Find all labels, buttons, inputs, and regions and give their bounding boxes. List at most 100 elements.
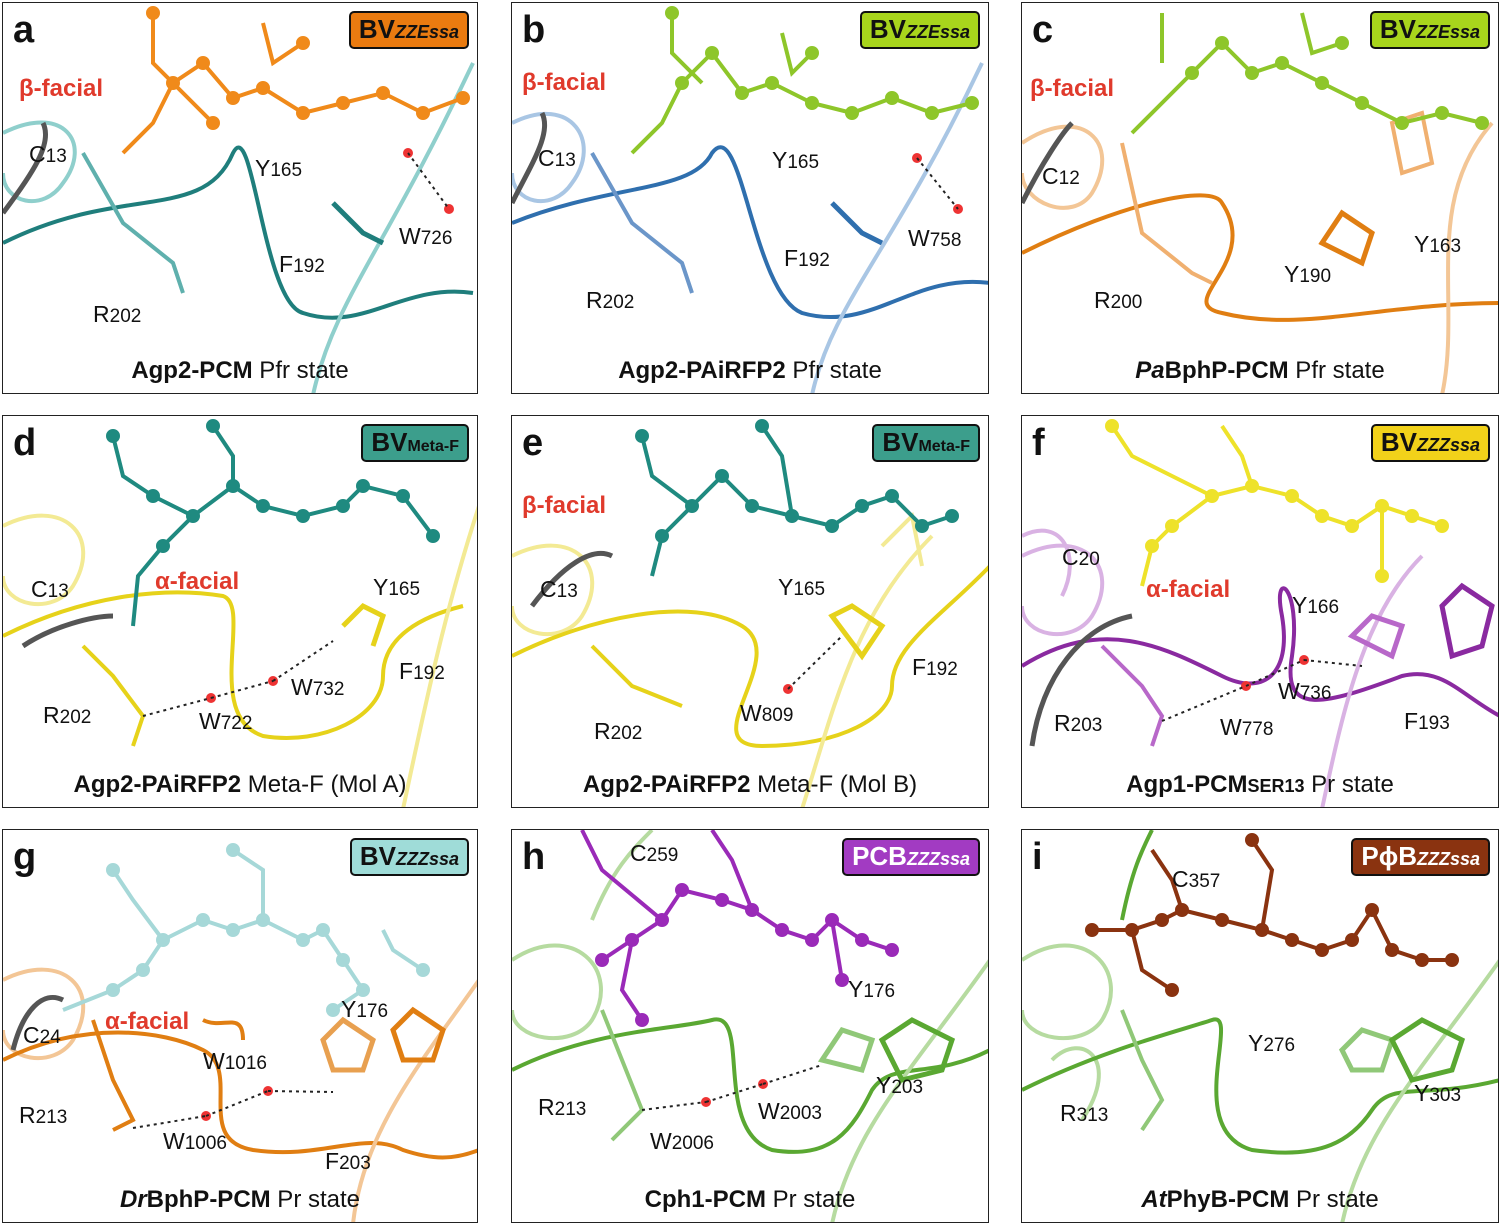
ligand-configuration: ZZZssa (1416, 849, 1480, 869)
ligand-name: BV (869, 14, 906, 44)
panel-b: b BVZZEssa β-facial C13 Y165 F192 R202 W… (511, 2, 989, 394)
panel-letter: d (13, 422, 37, 464)
panel-g: g BVZZZssa α-facial C24 Y176 W1016 R213 … (2, 829, 478, 1223)
residue-label: F192 (279, 251, 325, 277)
panel-letter: f (1032, 422, 1045, 464)
water-label: W722 (199, 708, 253, 734)
ligand-name: BV (358, 14, 395, 44)
panel-f: f BVZZZssa α-facial C20 Y166 W736 R203 W… (1021, 415, 1499, 808)
residue-label: C24 (23, 1022, 61, 1048)
ligand-configuration: ZZZssa (395, 849, 459, 869)
residue-label: C13 (540, 576, 578, 602)
residue-label: Y165 (778, 574, 826, 600)
facial-label: β-facial (522, 69, 607, 96)
water-label: W778 (1220, 714, 1274, 740)
structure-image-b (512, 6, 988, 393)
ligand-badge: BVZZZssa (349, 838, 469, 876)
water-label: W726 (399, 223, 453, 249)
ligand-badge: BVZZEssa (859, 11, 980, 49)
ligand-badge: PϕBZZZssa (1351, 838, 1490, 876)
ligand-configuration: ZZEssa (1415, 22, 1480, 42)
panel-caption: Cph1-PCM Pr state (644, 1186, 856, 1213)
residue-label: R203 (1054, 710, 1103, 736)
residue-label: C13 (538, 145, 576, 171)
residue-label: R313 (1060, 1100, 1109, 1126)
ligand-name: BV (371, 427, 408, 457)
ligand-badge: BVZZEssa (348, 11, 469, 49)
residue-label: R200 (1094, 287, 1143, 313)
residue-label: F192 (784, 245, 830, 271)
residue-label: R202 (586, 287, 635, 313)
panel-letter: a (13, 9, 35, 51)
panel-caption: Agp2-PCM Pfr state (131, 357, 349, 384)
residue-label: R202 (43, 702, 92, 728)
structure-image-a (3, 6, 475, 393)
residue-label: F193 (1404, 708, 1450, 734)
panel-e: e BVMeta-F β-facial C13 Y165 F192 R202 W… (511, 415, 989, 808)
residue-label: C13 (29, 141, 67, 167)
residue-label: C13 (31, 576, 69, 602)
structure-image-h (512, 830, 988, 1222)
panel-d: d BVMeta-F α-facial C13 Y165 F192 R202 W… (2, 415, 478, 808)
structure-image-d (3, 419, 477, 807)
residue-label: F192 (912, 654, 958, 680)
panel-letter: b (522, 9, 546, 51)
residue-label: Y190 (1284, 261, 1332, 287)
residue-label: F192 (399, 658, 445, 684)
ligand-name: BV (882, 427, 919, 457)
water-label: W732 (291, 674, 345, 700)
ligand-badge: BVZZZssa (1370, 424, 1490, 462)
residue-label: R213 (19, 1102, 68, 1128)
residue-label: C259 (630, 840, 679, 866)
residue-label: F203 (325, 1148, 371, 1174)
residue-label: C20 (1062, 544, 1100, 570)
water-label: W736 (1278, 678, 1332, 704)
residue-label: C12 (1042, 163, 1080, 189)
ligand-badge: PCBZZZssa (842, 838, 980, 876)
panel-letter: g (13, 836, 37, 878)
ligand-configuration: ZZEssa (905, 22, 970, 42)
ligand-name: BV (1380, 427, 1417, 457)
panel-letter: e (522, 422, 544, 464)
panel-caption: Agp2-PAiRFP2 Pfr state (618, 357, 882, 384)
facial-label: β-facial (19, 75, 104, 102)
residue-label: Y165 (373, 574, 421, 600)
ligand-name: BV (359, 841, 396, 871)
water-label: W2003 (758, 1098, 822, 1124)
residue-label: C357 (1172, 866, 1221, 892)
facial-label: β-facial (522, 492, 607, 519)
structure-image-e (512, 419, 988, 807)
panel-a: a BVZZEssa β-facial C13 Y165 F192 R202 W… (2, 2, 478, 394)
panel-letter: i (1032, 836, 1043, 878)
structure-image-f (1022, 419, 1498, 807)
facial-label: α-facial (105, 1008, 190, 1035)
residue-label: Y163 (1414, 231, 1462, 257)
structure-image-c (1022, 12, 1498, 393)
panel-letter: h (522, 836, 546, 878)
ligand-badge: BVMeta-F (872, 424, 980, 462)
facial-label: β-facial (1030, 75, 1115, 102)
residue-label: R202 (594, 718, 643, 744)
panel-caption: Agp1-PCMSER13 Pr state (1126, 771, 1394, 798)
facial-label: α-facial (155, 568, 240, 595)
residue-label: R213 (538, 1094, 587, 1120)
ligand-configuration: ZZEssa (394, 22, 459, 42)
ligand-name: PϕB (1361, 841, 1417, 871)
panel-caption: DrBphP-PCM Pr state (119, 1186, 361, 1213)
panel-caption: Agp2-PAiRFP2 Meta-F (Mol B) (582, 771, 918, 798)
facial-label: α-facial (1146, 576, 1231, 603)
residue-label: Y276 (1248, 1030, 1296, 1056)
water-label: W809 (740, 700, 794, 726)
ligand-configuration: ZZZssa (906, 849, 970, 869)
panel-c: c BVZZEssa β-facial C12 Y163 Y190 R200 P… (1021, 2, 1499, 394)
ligand-name: PCB (852, 841, 907, 871)
ligand-badge: BVMeta-F (361, 424, 469, 462)
residue-label: Y165 (255, 155, 303, 181)
structure-image-i (1022, 830, 1498, 1222)
water-label: W1016 (203, 1048, 267, 1074)
residue-label: Y165 (772, 147, 820, 173)
residue-label: Y166 (1292, 592, 1340, 618)
ligand-configuration: Meta-F (407, 438, 459, 455)
residue-label: Y303 (1414, 1080, 1462, 1106)
residue-label: Y176 (341, 996, 389, 1022)
